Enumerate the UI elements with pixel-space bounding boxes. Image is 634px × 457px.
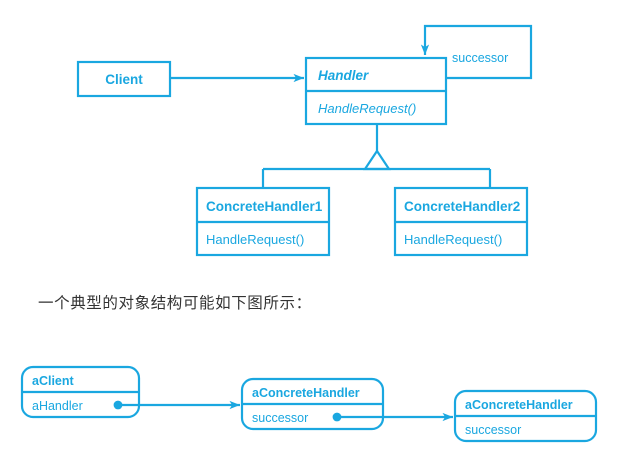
object-link-ahandler1-to-ahandler2[interactable] — [332, 412, 453, 422]
class-name-client: Client — [105, 72, 143, 87]
class-box-client[interactable]: Client — [76, 60, 172, 98]
object-box-aclient[interactable]: aClient aHandler — [20, 365, 141, 419]
class-box-handler[interactable]: Handler HandleRequest() — [304, 56, 448, 126]
class-diagram: Client Handler HandleRequest() successor — [76, 24, 533, 257]
object-name-aconcretehandler-2: aConcreteHandler — [465, 398, 573, 412]
object-slot-successor-2: successor — [465, 423, 521, 437]
class-operation-concretehandler1-handlerequest: HandleRequest() — [206, 232, 304, 247]
class-operation-concretehandler2-handlerequest: HandleRequest() — [404, 232, 502, 247]
class-name-handler: Handler — [318, 68, 369, 83]
association-label-successor: successor — [452, 51, 508, 65]
object-box-aconcretehandler-1[interactable]: aConcreteHandler successor — [240, 377, 385, 431]
class-box-concretehandler2[interactable]: ConcreteHandler2 HandleRequest() — [393, 186, 529, 257]
class-operation-handler-handlerequest: HandleRequest() — [318, 101, 416, 116]
object-name-aconcretehandler-1: aConcreteHandler — [252, 386, 360, 400]
association-handler-successor[interactable]: successor — [420, 24, 533, 80]
object-link-aclient-to-ahandler1[interactable] — [113, 400, 240, 410]
object-box-aconcretehandler-2[interactable]: aConcreteHandler successor — [453, 389, 598, 443]
object-diagram: aClient aHandler aConcreteHandler succes… — [20, 365, 598, 443]
class-name-concretehandler1: ConcreteHandler1 — [206, 199, 323, 214]
object-slot-successor-1: successor — [252, 411, 308, 425]
object-name-aclient: aClient — [32, 374, 75, 388]
class-box-concretehandler1[interactable]: ConcreteHandler1 HandleRequest() — [195, 186, 331, 257]
body-caption-text: 一个典型的对象结构可能如下图所示： — [38, 295, 312, 312]
object-slot-ahandler: aHandler — [32, 399, 83, 413]
generalization-triangle — [362, 149, 392, 171]
generalization-hierarchy[interactable] — [261, 124, 492, 188]
class-name-concretehandler2: ConcreteHandler2 — [404, 199, 520, 214]
